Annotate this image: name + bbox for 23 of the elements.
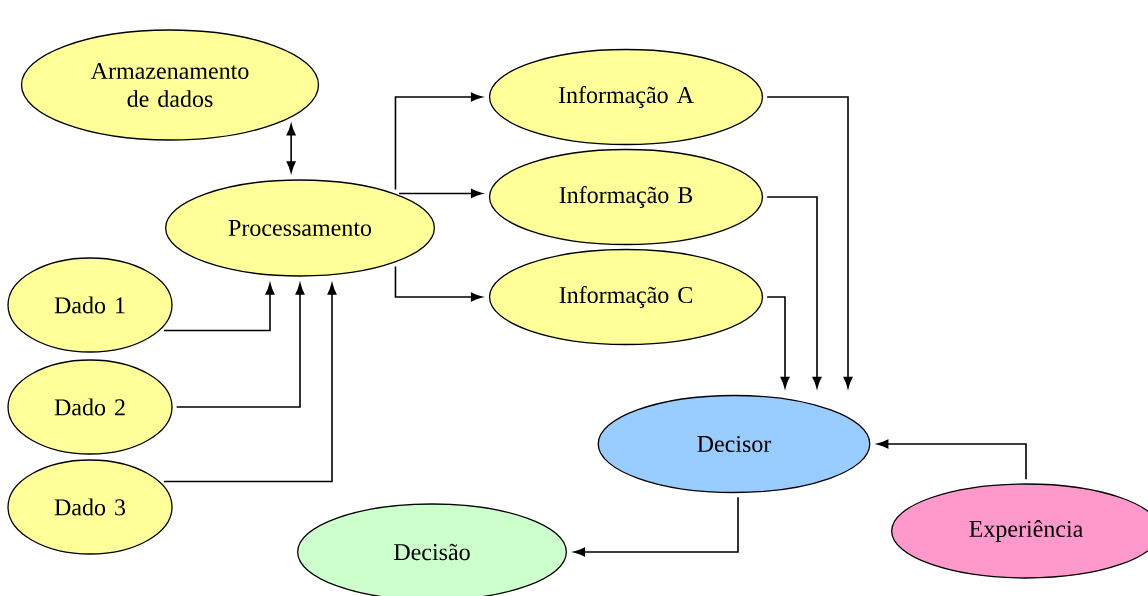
ellipse-node: Dado 3 (7, 459, 173, 555)
ellipse-node: Informação A (488, 48, 764, 146)
arrow (573, 496, 739, 557)
ellipse-node: Armazenamento de dados (20, 29, 320, 141)
ellipse-node: Processamento (165, 179, 435, 277)
arrow (877, 439, 1027, 481)
arrow (766, 296, 790, 389)
arrow (766, 196, 822, 389)
arrow (394, 92, 483, 191)
arrow (163, 283, 337, 483)
arrow (175, 283, 305, 408)
ellipse-node: Informação C (488, 248, 764, 346)
ellipse-node: Experiência (891, 483, 1148, 579)
ellipse-node: Informação B (488, 148, 764, 246)
ellipse-node: Decisor (597, 394, 871, 494)
arrow (286, 124, 296, 173)
arrow (766, 96, 853, 389)
ellipse-node: Dado 2 (7, 359, 173, 455)
arrow (398, 189, 483, 198)
ellipse-node: Decisão (297, 503, 567, 596)
arrow (163, 283, 275, 332)
arrow (394, 265, 483, 302)
ellipse-node: Dado 1 (7, 257, 173, 353)
